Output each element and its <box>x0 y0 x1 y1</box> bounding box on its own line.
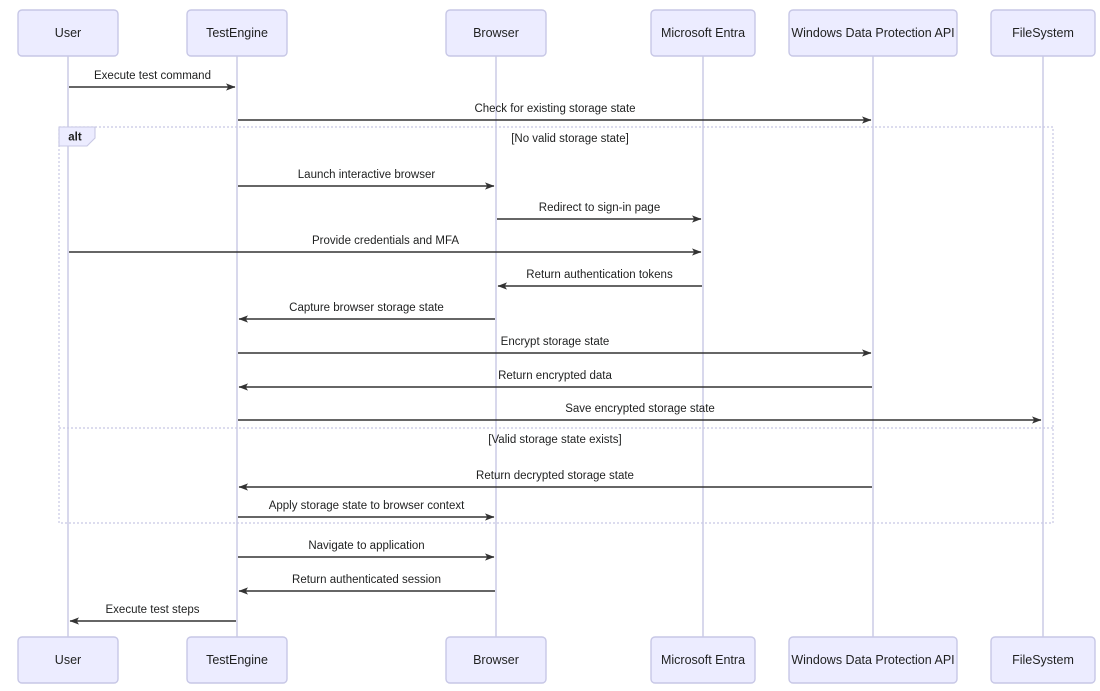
message-m15: Execute test steps <box>69 604 236 625</box>
participant-box-browser[interactable] <box>445 636 547 684</box>
participant-entra-top[interactable]: Microsoft Entra <box>650 9 756 57</box>
participant-label-browser: Browser <box>473 653 519 667</box>
message-m5: Provide credentials and MFA <box>69 235 702 256</box>
participant-dpapi-bottom[interactable]: Windows Data Protection API <box>788 636 958 684</box>
message-label-m12: Apply storage state to browser context <box>269 500 465 512</box>
participant-user-bottom[interactable]: User <box>17 636 119 684</box>
message-label-m3: Launch interactive browser <box>298 169 436 181</box>
message-m10: Save encrypted storage state <box>238 403 1042 424</box>
lifelines-layer <box>67 56 1044 637</box>
participant-engine-top[interactable]: TestEngine <box>186 9 288 57</box>
message-m14: Return authenticated session <box>238 574 495 595</box>
message-m12: Apply storage state to browser context <box>238 500 495 521</box>
message-m2: Check for existing storage state <box>238 103 872 124</box>
participant-engine-bottom[interactable]: TestEngine <box>186 636 288 684</box>
participant-box-dpapi[interactable] <box>788 636 958 684</box>
participant-fs-bottom[interactable]: FileSystem <box>990 636 1096 684</box>
participant-fs-top[interactable]: FileSystem <box>990 9 1096 57</box>
alt-fragment-frame <box>58 126 1054 524</box>
participant-browser-top[interactable]: Browser <box>445 9 547 57</box>
message-label-m15: Execute test steps <box>106 604 200 616</box>
alt-fragment-layer: alt [No valid storage state] [Valid storag… <box>58 126 1054 524</box>
message-m6: Return authentication tokens <box>497 269 702 290</box>
participant-label-fs: FileSystem <box>1012 26 1074 40</box>
participant-box-browser[interactable] <box>445 9 547 57</box>
message-label-m13: Navigate to application <box>308 540 424 552</box>
message-label-m2: Check for existing storage state <box>474 103 635 115</box>
participant-label-entra: Microsoft Entra <box>661 26 745 40</box>
message-m9: Return encrypted data <box>238 370 872 391</box>
participant-box-entra[interactable] <box>650 9 756 57</box>
message-m4: Redirect to sign-in page <box>497 202 702 223</box>
message-m7: Capture browser storage state <box>238 302 495 323</box>
participant-label-dpapi: Windows Data Protection API <box>791 653 954 667</box>
alt-branch-condition-0: [No valid storage state] <box>511 133 629 145</box>
participant-label-user: User <box>55 26 81 40</box>
message-label-m8: Encrypt storage state <box>501 336 610 348</box>
participant-box-dpapi[interactable] <box>788 9 958 57</box>
message-label-m14: Return authenticated session <box>292 574 441 586</box>
message-m1: Execute test command <box>69 70 236 91</box>
message-label-m11: Return decrypted storage state <box>476 470 634 482</box>
participant-label-user: User <box>55 653 81 667</box>
participant-box-fs[interactable] <box>990 636 1096 684</box>
alt-fragment-tag-shape <box>58 126 96 147</box>
participant-browser-bottom[interactable]: Browser <box>445 636 547 684</box>
participant-entra-bottom[interactable]: Microsoft Entra <box>650 636 756 684</box>
message-m3: Launch interactive browser <box>238 169 495 190</box>
participant-user-top[interactable]: User <box>17 9 119 57</box>
message-label-m4: Redirect to sign-in page <box>539 202 660 214</box>
participant-dpapi-top[interactable]: Windows Data Protection API <box>788 9 958 57</box>
participant-box-user[interactable] <box>17 636 119 684</box>
message-label-m7: Capture browser storage state <box>289 302 444 314</box>
participant-label-entra: Microsoft Entra <box>661 653 745 667</box>
message-label-m5: Provide credentials and MFA <box>312 235 459 247</box>
participant-label-engine: TestEngine <box>206 653 268 667</box>
message-label-m1: Execute test command <box>94 70 211 82</box>
participant-box-engine[interactable] <box>186 636 288 684</box>
participant-box-fs[interactable] <box>990 9 1096 57</box>
message-m13: Navigate to application <box>238 540 495 561</box>
alt-branch-condition-1: [Valid storage state exists] <box>488 434 621 446</box>
participant-label-dpapi: Windows Data Protection API <box>791 26 954 40</box>
participant-label-fs: FileSystem <box>1012 653 1074 667</box>
alt-fragment-tag-label: alt <box>68 132 82 144</box>
message-m8: Encrypt storage state <box>238 336 872 357</box>
participant-label-engine: TestEngine <box>206 26 268 40</box>
message-m11: Return decrypted storage state <box>238 470 872 491</box>
message-label-m9: Return encrypted data <box>498 370 612 382</box>
message-label-m6: Return authentication tokens <box>526 269 673 281</box>
participant-box-engine[interactable] <box>186 9 288 57</box>
participant-box-user[interactable] <box>17 9 119 57</box>
participant-box-entra[interactable] <box>650 636 756 684</box>
message-label-m10: Save encrypted storage state <box>565 403 715 415</box>
participant-label-browser: Browser <box>473 26 519 40</box>
